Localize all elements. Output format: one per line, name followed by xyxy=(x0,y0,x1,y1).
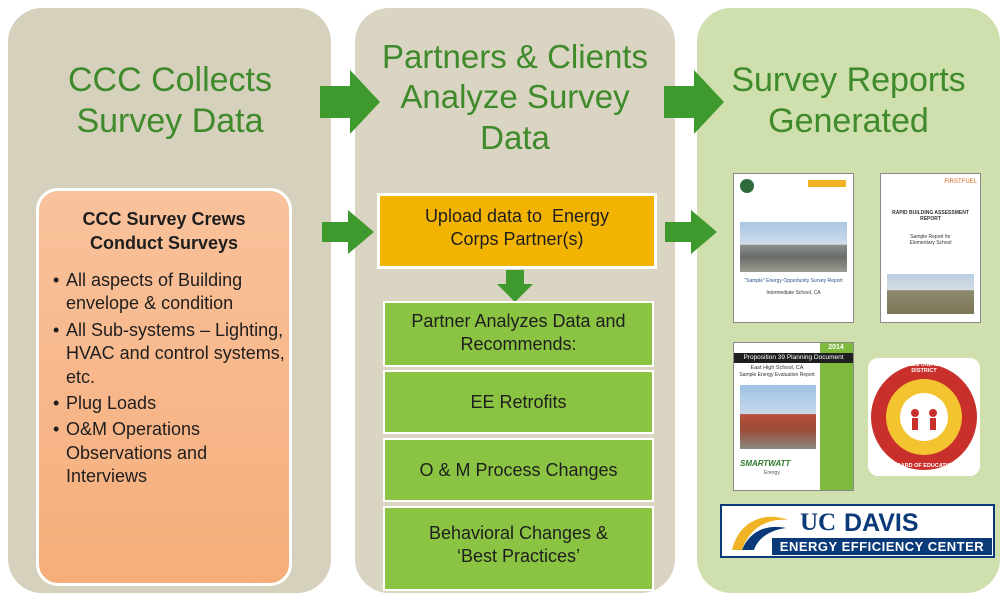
lausd-board-text: BOARD OF EDUCATION xyxy=(892,463,956,469)
flow-arrow-down-icon xyxy=(497,270,533,302)
analyze-line1: Partner Analyzes Data and xyxy=(411,311,626,331)
uc-davis-eec-logo: UC DAVIS ENERGY EFFICIENCY CENTER xyxy=(720,504,995,558)
analyze-heading-line2: Analyze Survey xyxy=(400,78,630,116)
report-thumbnail-2: FIRSTFUEL RAPID BUILDING ASSESSMENT REPO… xyxy=(880,173,981,323)
report-3-brand-sub: Energy xyxy=(764,470,780,476)
report-3-photo xyxy=(740,385,816,449)
report-2-brand: FIRSTFUEL xyxy=(944,179,977,185)
analyze-line2: Recommends: xyxy=(460,334,577,355)
upload-line1: Upload data to Energy xyxy=(424,206,610,226)
behavioral-line1: Behavioral Changes & xyxy=(428,523,609,543)
upload-data-box: Upload data to Energy Corps Partner(s) xyxy=(377,193,657,269)
ucd-eec-text: ENERGY EFFICIENCY CENTER xyxy=(772,538,992,555)
report-3-sub: Sample Energy Evaluation Report xyxy=(739,372,815,378)
bullet-icon: • xyxy=(53,419,60,440)
bullet-icon: • xyxy=(53,392,60,413)
lausd-seal-icon xyxy=(871,364,977,470)
analyze-heading-line1: Partners & Clients xyxy=(382,38,648,75)
ucd-davis-text: DAVIS xyxy=(844,509,919,537)
list-item-text: Plug Loads xyxy=(66,392,157,413)
lausd-seal-logo: LOS ANGELES UNIFIED SCHOOL DISTRICT BOAR… xyxy=(868,358,980,476)
reports-heading-line1: Survey Reports xyxy=(731,61,966,99)
behavioral-changes-box: Behavioral Changes & ‘Best Practices’ xyxy=(383,506,654,591)
om-process-box: O & M Process Changes xyxy=(383,438,654,502)
uc-davis-swoosh-icon xyxy=(732,516,788,550)
analyze-heading-line3: Data xyxy=(480,118,550,156)
collect-heading-line1: CCC Collects xyxy=(67,61,273,99)
report-3-sidebar xyxy=(820,343,853,490)
behavioral-line2: ‘Best Practices’ xyxy=(456,546,581,567)
report-2-photo xyxy=(887,274,974,314)
crew-title-line2: Conduct Surveys xyxy=(89,233,239,254)
reports-heading: Survey Reports Generated xyxy=(697,60,1000,143)
ee-retrofits-box: EE Retrofits xyxy=(383,370,654,434)
list-item: • Plug Loads xyxy=(53,392,285,415)
bullet-icon: • xyxy=(53,319,60,340)
report-1-school: Intermediate School, CA xyxy=(766,290,821,296)
flow-arrow-1-icon xyxy=(322,210,374,254)
list-item: • All Sub-systems – Lighting, HVAC and co… xyxy=(53,319,285,389)
list-item: • All aspects of Building envelope & cond… xyxy=(53,269,285,316)
list-item: • O&M Operations Observations and Intervi… xyxy=(53,418,285,488)
crew-title-line1: CCC Survey Crews xyxy=(82,209,246,229)
report-thumbnail-1: “Sample” Energy Opportunity Survey Repor… xyxy=(733,173,854,323)
survey-crews-title: CCC Survey Crews Conduct Surveys xyxy=(39,207,289,256)
report-3-school: East High School, CA xyxy=(750,365,804,371)
report-thumbnail-3: 2014 Proposition 39 Planning Document Ea… xyxy=(733,342,854,491)
report-3-brand: SMARTWATT xyxy=(740,459,791,468)
list-item-text: O&M Operations Observations and Intervie… xyxy=(66,419,208,487)
report-3-year: 2014 xyxy=(828,344,844,351)
collect-heading: CCC Collects Survey Data xyxy=(10,60,330,143)
flow-arrow-2-icon xyxy=(665,210,717,254)
upload-line2: Corps Partner(s) xyxy=(450,229,584,250)
report-1-title: “Sample” Energy Opportunity Survey Repor… xyxy=(744,278,843,284)
survey-activities-list: • All aspects of Building envelope & cond… xyxy=(53,269,285,492)
lausd-seal-text: LOS ANGELES UNIFIED SCHOOL DISTRICT xyxy=(880,362,968,374)
report-2-title: RAPID BUILDING ASSESSMENT REPORT xyxy=(892,210,969,222)
ucd-uc-text: UC xyxy=(800,509,837,536)
list-item-text: All Sub-systems – Lighting, HVAC and con… xyxy=(66,319,285,387)
bullet-icon: • xyxy=(53,270,60,290)
report-1-logo-icon xyxy=(808,180,846,187)
report-1-seal-icon xyxy=(740,179,754,193)
analyze-heading: Partners & Clients Analyze Survey Data xyxy=(355,37,675,158)
report-2-sub: Sample Report for Elementary School xyxy=(909,234,952,246)
report-1-photo xyxy=(740,222,847,272)
report-3-title: Proposition 39 Planning Document xyxy=(734,353,853,363)
heading-arrow-1-icon xyxy=(320,70,380,134)
heading-arrow-2-icon xyxy=(664,70,724,134)
survey-crews-box: CCC Survey Crews Conduct Surveys • All as… xyxy=(36,188,292,586)
partner-analyzes-box: Partner Analyzes Data and Recommends: xyxy=(383,301,654,367)
list-item-text: All aspects of Building envelope & condi… xyxy=(66,270,243,314)
reports-heading-line2: Generated xyxy=(768,102,929,141)
collect-heading-line2: Survey Data xyxy=(76,102,264,141)
